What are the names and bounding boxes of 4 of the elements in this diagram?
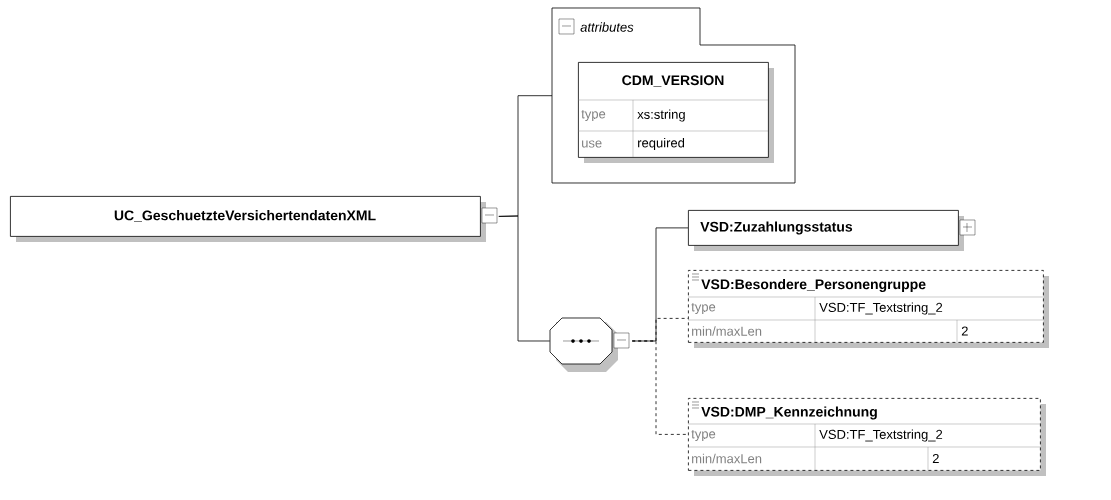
element-box: UC_GeschuetzteVersichertendatenXML xyxy=(10,196,486,242)
group-label: attributes xyxy=(580,22,634,32)
connector-line xyxy=(498,215,551,342)
element-box: VSD:Zuzahlungsstatus xyxy=(688,210,964,251)
